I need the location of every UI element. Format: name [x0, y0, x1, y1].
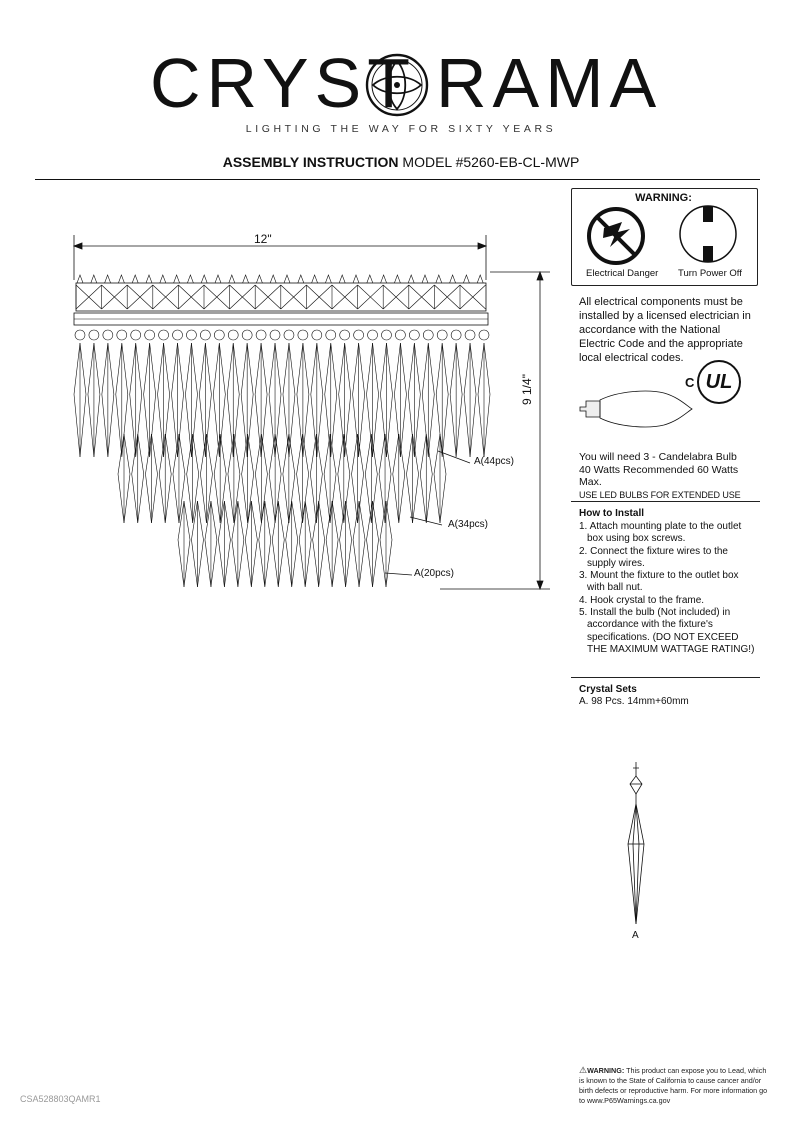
install-step: 5. Install the bulb (Not included) in ac… — [579, 607, 755, 655]
install-step: 3. Mount the fixture to the outlet box w… — [579, 570, 739, 594]
title-model: MODEL #5260-EB-CL-MWP — [398, 154, 580, 170]
callout-tier2: A(34pcs) — [448, 519, 489, 530]
ul-c-mark: C — [685, 375, 695, 390]
crystal-sets-line: A. 98 Pcs. 14mm+60mm — [579, 696, 689, 707]
ul-listing-mark: UL — [697, 360, 741, 404]
dimension-height-label: 9 1/4" — [520, 374, 534, 405]
crystal-sets-title: Crystal Sets — [579, 684, 637, 695]
install-steps: 1. Attach mounting plate to the outlet b… — [579, 521, 759, 656]
title-divider — [35, 179, 760, 180]
install-step: 2. Connect the fixture wires to the supp… — [579, 545, 728, 569]
install-step: 1. Attach mounting plate to the outlet b… — [579, 521, 742, 545]
document-code: CSA528803QAMR1 — [20, 1094, 101, 1104]
callout-tier3: A(20pcs) — [414, 568, 455, 579]
warning-triangle-icon: ⚠ — [579, 1065, 588, 1075]
callout-tier1: A(44pcs) — [474, 456, 515, 467]
warning-title: WARNING: — [635, 192, 692, 204]
install-title: How to Install — [579, 508, 644, 519]
electrical-danger-icon — [587, 207, 645, 265]
fixture-diagram — [72, 235, 550, 591]
prop65-text: This product can expose you to Lead, whi… — [579, 1066, 768, 1105]
prop65-lead: WARNING: — [587, 1066, 625, 1075]
bulb-line-2: 40 Watts Recommended 60 Watts Max. — [579, 463, 739, 489]
brand-logo-right: RAMA — [436, 44, 663, 122]
install-step: 4. Hook crystal to the frame. — [579, 594, 705, 606]
warning-caption-electrical: Electrical Danger — [586, 268, 659, 279]
crystal-divider — [571, 677, 760, 678]
bulb-line-3: USE LED BULBS FOR EXTENDED USE — [579, 489, 741, 500]
bulb-line-1: You will need 3 - Candelabra Bulb — [579, 451, 737, 463]
page-title: ASSEMBLY INSTRUCTION MODEL #5260-EB-CL-M… — [0, 154, 802, 170]
candelabra-bulb-icon — [579, 390, 693, 428]
logo-emblem-icon — [365, 53, 429, 117]
prop65-warning: ⚠WARNING: This product can expose you to… — [579, 1065, 769, 1106]
crystal-part-icon — [627, 762, 645, 925]
warning-box — [571, 188, 758, 286]
install-divider — [571, 501, 760, 502]
crystal-part-label: A — [632, 930, 639, 941]
warning-caption-power: Turn Power Off — [678, 268, 742, 279]
electrical-note: All electrical components must be instal… — [579, 296, 751, 364]
bulb-info: You will need 3 - Candelabra Bulb 40 Wat… — [579, 451, 759, 501]
turn-power-off-icon — [679, 205, 737, 263]
title-bold: ASSEMBLY INSTRUCTION — [222, 154, 399, 170]
dimension-width-label: 12" — [254, 232, 272, 246]
brand-tagline: LIGHTING THE WAY FOR SIXTY YEARS — [245, 123, 557, 135]
